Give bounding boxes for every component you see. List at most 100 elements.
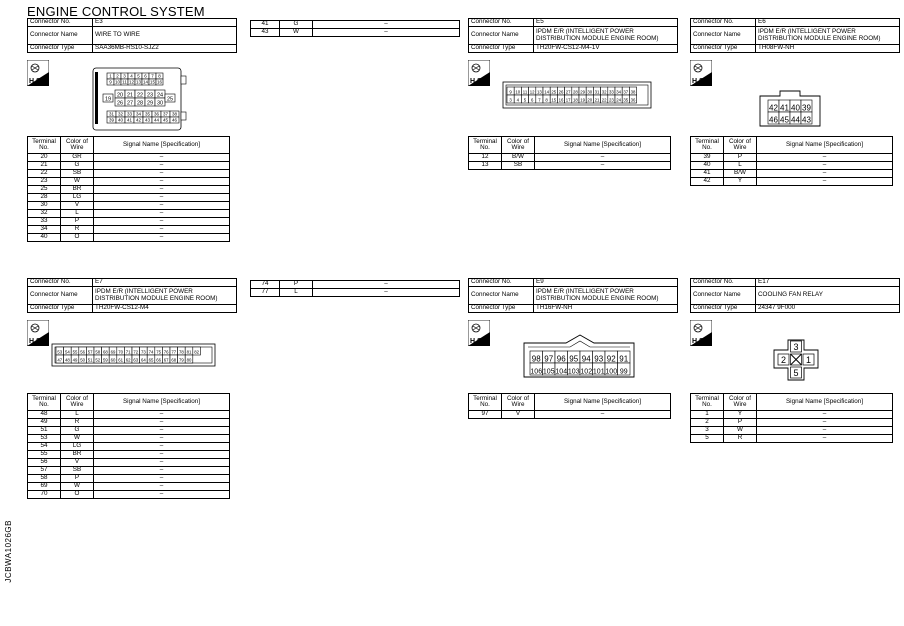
signal-name: – <box>93 474 230 483</box>
connector-pin: 104 <box>554 362 568 376</box>
connector-pin: 54 <box>63 346 72 356</box>
terminal-no: 22 <box>27 169 61 178</box>
connector-pin: 30 <box>154 97 166 107</box>
svg-text:32: 32 <box>602 90 607 95</box>
signal-name: – <box>93 418 230 427</box>
connector-pin: 22 <box>134 89 146 99</box>
connector-name-value: IPDM E/R (INTELLIGENT POWER DISTRIBUTION… <box>533 286 678 305</box>
svg-text:38: 38 <box>172 112 178 117</box>
wire-color: L <box>279 288 313 297</box>
connector-pin: 42 <box>133 116 144 124</box>
terminal-no: 32 <box>27 209 61 218</box>
signal-name: – <box>93 442 230 451</box>
wire-color: B/W <box>501 153 535 162</box>
svg-text:77: 77 <box>171 350 176 355</box>
connector-pin: 32 <box>115 110 126 118</box>
connector-pin: 67 <box>162 354 171 364</box>
wire-color: G <box>60 161 94 170</box>
svg-text:65: 65 <box>149 358 154 363</box>
connector-pin: 52 <box>93 354 102 364</box>
connector-pin: 1 <box>106 72 115 80</box>
connector-pin: 13 <box>134 78 143 86</box>
svg-text:15: 15 <box>551 98 556 103</box>
svg-text:44: 44 <box>791 116 800 125</box>
hs-badge: H.S. <box>689 319 713 351</box>
svg-text:13: 13 <box>537 90 542 95</box>
connector-name-label: Connector Name <box>27 286 93 305</box>
signal-name: – <box>93 177 230 186</box>
hs-badge: H.S. <box>26 319 50 351</box>
terminal-no-header: Terminal No. <box>690 136 724 154</box>
connector-pin: 79 <box>177 354 186 364</box>
connector-pin: 75 <box>154 346 163 356</box>
svg-text:99: 99 <box>620 369 628 376</box>
connector-pin: 105 <box>542 362 556 376</box>
connector-pin: 23 <box>144 89 156 99</box>
connector-pin: 94 <box>579 350 593 364</box>
svg-text:36: 36 <box>631 98 636 103</box>
connector-pin: 65 <box>146 354 156 364</box>
terminal-no: 30 <box>27 201 61 210</box>
wire-color: L <box>60 209 94 218</box>
svg-text:39: 39 <box>802 104 811 113</box>
connector-number-value: E7 <box>92 278 237 287</box>
signal-name: – <box>93 153 230 162</box>
connector-pin: 29 <box>144 97 156 107</box>
connector-pin: 28 <box>134 97 146 107</box>
connector-pin: 99 <box>617 362 631 376</box>
connector-number-label: Connector No. <box>690 18 756 27</box>
svg-text:28: 28 <box>573 90 578 95</box>
svg-text:10: 10 <box>115 80 121 85</box>
terminal-no: 58 <box>27 474 61 483</box>
svg-text:23: 23 <box>147 93 153 99</box>
connector-pin: 4 <box>513 94 522 104</box>
wire-color: BR <box>60 450 94 459</box>
connector-pin: 76 <box>162 346 171 356</box>
svg-text:68: 68 <box>103 350 108 355</box>
svg-text:64: 64 <box>141 358 146 363</box>
connector-pin: 5 <box>790 366 802 379</box>
terminal-no: 53 <box>27 434 61 443</box>
connector-pin: 26 <box>114 97 126 107</box>
connector-pin: 22 <box>600 94 609 104</box>
signal-name: – <box>93 450 230 459</box>
svg-text:27: 27 <box>127 101 133 107</box>
svg-text:25: 25 <box>167 97 173 103</box>
connector-pin: 8 <box>155 72 164 80</box>
svg-text:81: 81 <box>187 350 192 355</box>
signal-name: – <box>93 482 230 491</box>
harness-side-icon: H.S. <box>26 59 50 87</box>
connector-pin: 36 <box>629 94 637 104</box>
wire-color: P <box>723 418 757 427</box>
terminal-no: 54 <box>27 442 61 451</box>
connector-pin: 64 <box>139 354 148 364</box>
svg-text:18: 18 <box>573 98 578 103</box>
hs-badge: H.S. <box>467 59 491 91</box>
svg-text:46: 46 <box>172 118 178 123</box>
signal-name: – <box>312 20 460 29</box>
connector-pin: 16 <box>155 78 164 86</box>
connector-pin: 1 <box>802 353 815 366</box>
svg-text:29: 29 <box>580 90 585 95</box>
wire-color: P <box>279 280 313 289</box>
connector-pin: 103 <box>567 362 581 376</box>
wire-color: P <box>723 153 757 162</box>
terminal-no: 77 <box>250 288 280 297</box>
terminal-no: 39 <box>690 153 724 162</box>
connector-pin: 53 <box>55 346 64 356</box>
wire-color-header: Color of Wire <box>60 136 94 154</box>
wire-color: P <box>60 474 94 483</box>
wire-color: W <box>279 28 313 37</box>
connector-pin: 98 <box>529 350 543 364</box>
svg-text:37: 37 <box>163 112 169 117</box>
